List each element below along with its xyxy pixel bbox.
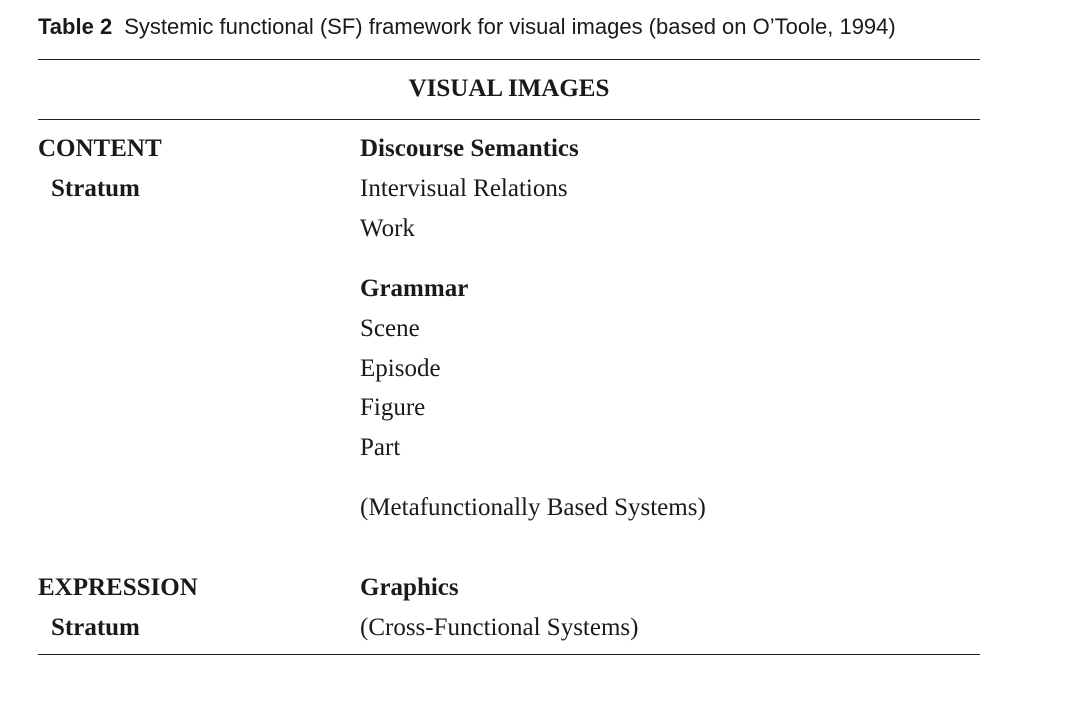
content-stratum-label: CONTENT xyxy=(38,135,162,162)
table-caption: Table 2 Systemic functional (SF) framewor… xyxy=(38,14,896,40)
column-header: VISUAL IMAGES xyxy=(408,75,610,102)
list-item: Scene xyxy=(360,315,420,342)
table-title: Systemic functional (SF) framework for v… xyxy=(124,14,896,39)
expression-stratum-sublabel: Stratum xyxy=(51,614,140,641)
grammar-heading: Grammar xyxy=(360,275,469,302)
list-item: Figure xyxy=(360,394,426,421)
discourse-semantics-heading: Discourse Semantics xyxy=(360,135,579,162)
list-item: Part xyxy=(360,434,401,461)
list-item: Work xyxy=(360,215,415,242)
graphics-heading: Graphics xyxy=(360,574,459,601)
top-rule xyxy=(38,59,980,60)
list-item: Episode xyxy=(360,355,441,382)
list-item: Intervisual Relations xyxy=(360,175,568,202)
metafunction-note: (Metafunctionally Based Systems) xyxy=(360,494,706,521)
cross-functional-note: (Cross-Functional Systems) xyxy=(360,614,639,641)
bottom-rule xyxy=(38,654,980,655)
content-stratum-sublabel: Stratum xyxy=(51,175,140,202)
table-number: Table 2 xyxy=(38,14,113,39)
expression-stratum-label: EXPRESSION xyxy=(38,574,198,601)
header-rule xyxy=(38,119,980,120)
